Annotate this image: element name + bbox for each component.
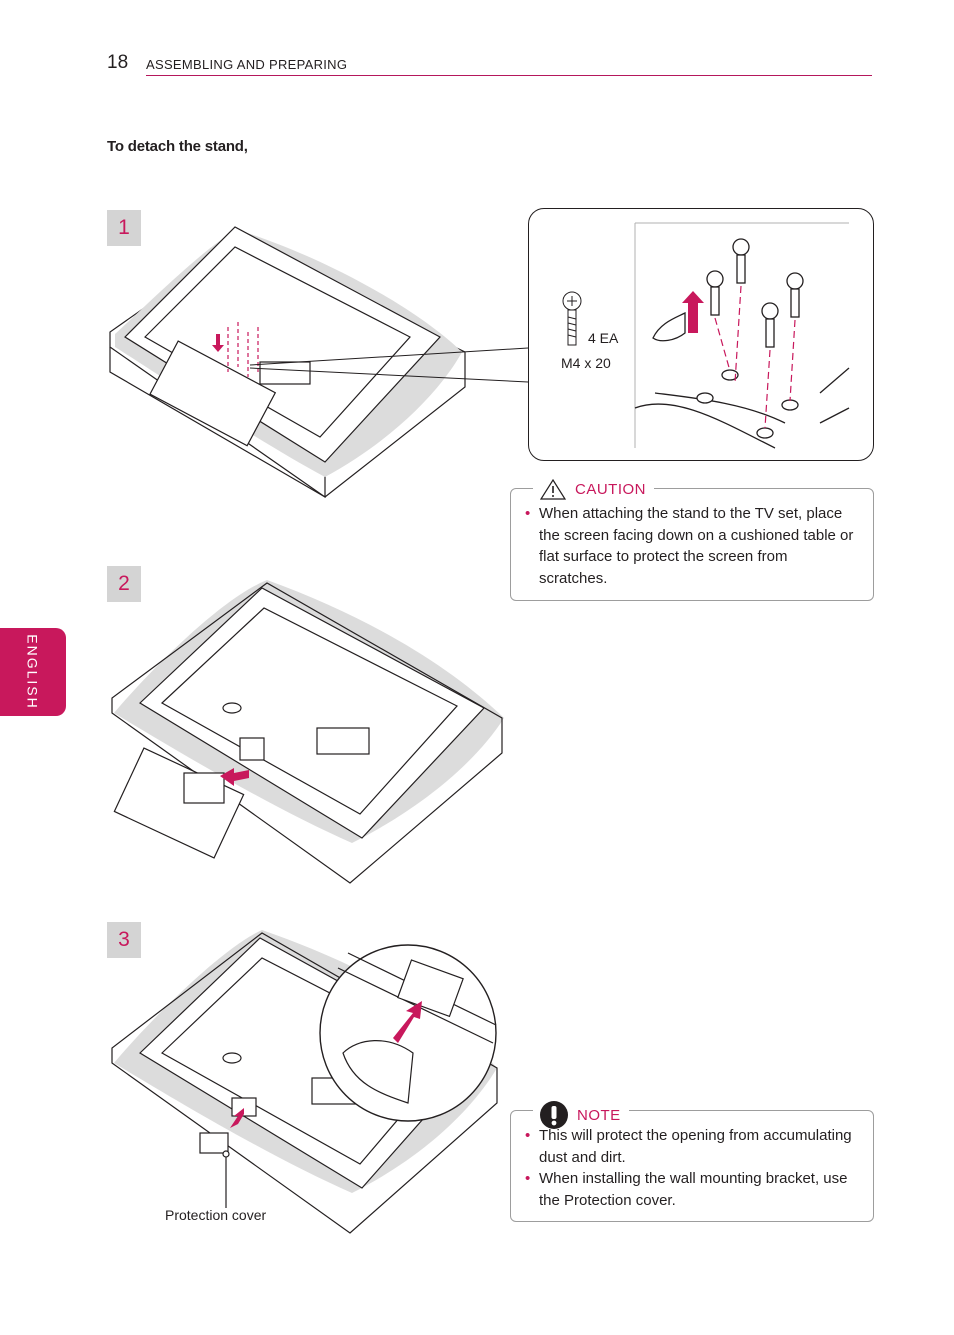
- screw-detail-callout: [528, 208, 874, 461]
- caution-box: CAUTION When attaching the stand to the …: [510, 478, 874, 601]
- screw-size: M4 x 20: [561, 355, 611, 371]
- note-item: When installing the wall mounting bracke…: [525, 1168, 857, 1211]
- warning-triangle-icon: [539, 478, 567, 500]
- language-tab-label: ENGLISH: [25, 634, 41, 710]
- step3-zoom-detail: [319, 944, 497, 1122]
- intro-heading: To detach the stand,: [107, 138, 248, 155]
- step-badge-2: 2: [107, 566, 141, 602]
- caution-label: CAUTION: [575, 480, 646, 498]
- protection-cover-label: Protection cover: [165, 1207, 267, 1223]
- screw-icon: [562, 291, 582, 346]
- note-item: This will protect the opening from accum…: [525, 1125, 857, 1168]
- step-badge-1: 1: [107, 210, 141, 246]
- header-rule: [146, 75, 872, 76]
- page-number: 18: [107, 52, 129, 73]
- screw-quantity: 4 EA: [588, 330, 619, 346]
- caution-item: When attaching the stand to the TV set, …: [525, 503, 857, 589]
- note-label: NOTE: [577, 1106, 621, 1124]
- step2-illustration: [111, 580, 504, 884]
- screws-removal-drawing: [634, 222, 850, 449]
- note-box: NOTE This will protect the opening from …: [510, 1100, 874, 1222]
- zoom-lines: [249, 347, 529, 383]
- step-badge-3: 3: [107, 922, 141, 958]
- section-title: ASSEMBLING AND PREPARING: [146, 57, 348, 72]
- language-tab: ENGLISH: [0, 628, 66, 716]
